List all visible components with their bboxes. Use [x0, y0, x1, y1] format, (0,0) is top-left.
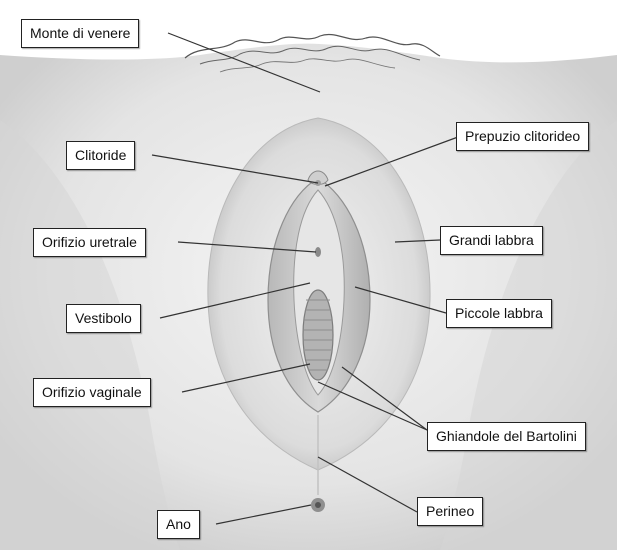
label-vestibolo: Vestibolo	[66, 304, 141, 333]
label-ano: Ano	[157, 510, 200, 539]
label-perineo: Perineo	[417, 497, 483, 526]
label-monte-di-venere: Monte di venere	[21, 19, 139, 48]
label-piccole-labbra: Piccole labbra	[446, 299, 552, 328]
anus-center	[315, 502, 321, 508]
label-prepuzio-clitorideo: Prepuzio clitorideo	[456, 122, 589, 151]
vaginal-opening	[303, 290, 333, 380]
label-grandi-labbra: Grandi labbra	[440, 226, 543, 255]
label-orifizio-uretrale: Orifizio uretrale	[33, 228, 146, 257]
label-clitoride: Clitoride	[66, 141, 135, 170]
label-ghiandole-bartolini: Ghiandole del Bartolini	[427, 422, 586, 451]
label-orifizio-vaginale: Orifizio vaginale	[33, 378, 151, 407]
